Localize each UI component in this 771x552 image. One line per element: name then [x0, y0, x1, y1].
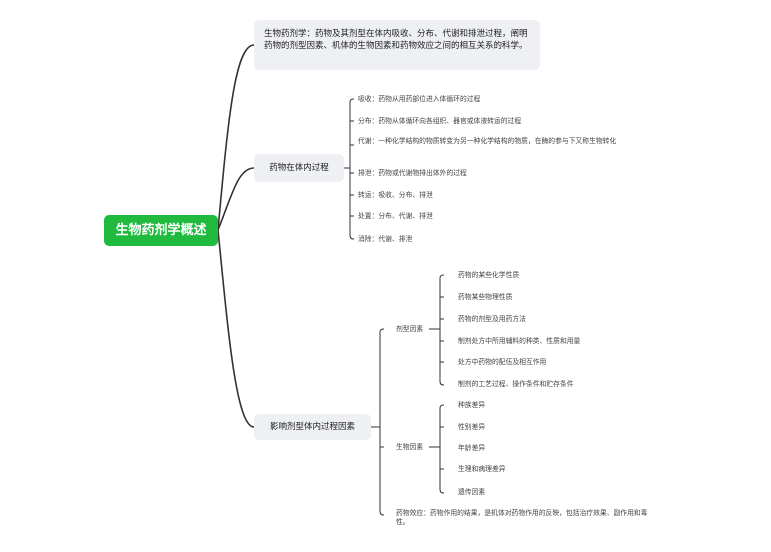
in-body-item[interactable]: 消除：代谢、排泄 [358, 235, 413, 243]
bio-item[interactable]: 年龄差异 [458, 444, 486, 452]
drug-effect-node[interactable]: 药物效应：药物作用的结果，是机体对药物作用的反映，包括治疗效果、副作用和毒性。 [396, 509, 648, 526]
in-body-item[interactable]: 转运：吸收、分布、排泄 [358, 191, 433, 199]
dosage-factor-node[interactable]: 剂型因素 [396, 325, 424, 333]
root-node[interactable]: 生物药剂学概述 [104, 215, 218, 246]
influence-factors-node[interactable]: 影响剂型体内过程因素 [254, 414, 371, 440]
in-body-item[interactable]: 处置：分布、代谢、排泄 [358, 212, 433, 220]
bio-item[interactable]: 遗传因素 [458, 488, 486, 496]
bio-item[interactable]: 生理和病理差异 [458, 465, 506, 473]
dosage-item[interactable]: 制剂的工艺过程、操作条件和贮存条件 [458, 380, 574, 388]
dosage-item[interactable]: 药物某些物理性质 [458, 293, 513, 301]
definition-node[interactable]: 生物药剂学：药物及其剂型在体内吸收、分布、代谢和排泄过程，阐明药物的剂型因素、机… [254, 20, 540, 70]
in-body-item[interactable]: 排泄：药物或代谢物排出体外的过程 [358, 169, 467, 177]
bio-factor-node[interactable]: 生物因素 [396, 443, 424, 451]
bio-item[interactable]: 性别差异 [458, 423, 486, 431]
in-body-process-node[interactable]: 药物在体内过程 [254, 154, 344, 182]
in-body-item[interactable]: 吸收：药物从用药部位进入体循环的过程 [358, 95, 481, 103]
in-body-item[interactable]: 分布：药物从体循环向各组织、器官或体液转运的过程 [358, 117, 522, 125]
dosage-item[interactable]: 处方中药物的配伍及相互作用 [458, 358, 547, 366]
connector-root-definition [217, 44, 255, 231]
connector-inbody [344, 98, 355, 240]
dosage-item[interactable]: 药物的剂型及用药方法 [458, 315, 526, 323]
dosage-item[interactable]: 药物的某些化学性质 [458, 271, 520, 279]
dosage-item[interactable]: 制剂处方中所用辅料的种类、性质和用量 [458, 337, 581, 345]
connector-dosage [429, 274, 445, 386]
connector-factors [371, 328, 385, 516]
connector-root-factors [217, 229, 255, 428]
bio-item[interactable]: 种族差异 [458, 401, 486, 409]
connector-bio [429, 404, 445, 494]
connector-root-inbody [217, 167, 255, 231]
in-body-item[interactable]: 代谢：一种化学结构的物质转变为另一种化学结构的物质，在酶的参与下又称生物转化 [358, 137, 617, 145]
